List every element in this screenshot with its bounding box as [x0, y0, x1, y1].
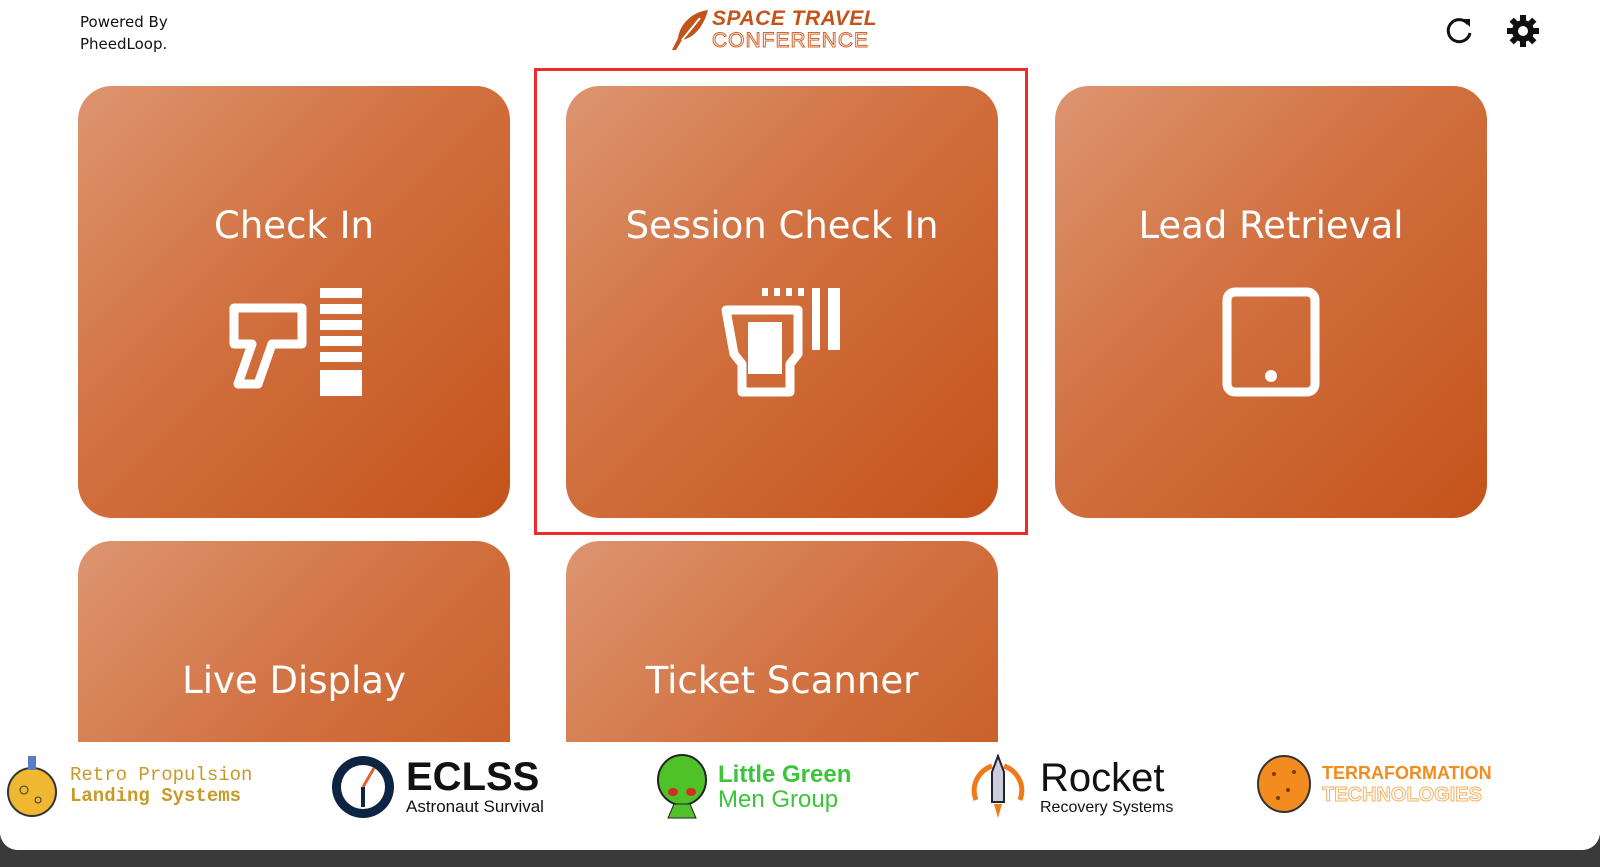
sponsor-line2: Astronaut Survival [406, 797, 544, 816]
sponsor-line1: TERRAFORMATION [1322, 763, 1492, 783]
refresh-icon [1446, 18, 1472, 44]
sponsor-line2: Recovery Systems [1040, 799, 1174, 816]
sponsor-line2: Landing Systems [70, 785, 242, 807]
tile-check-in[interactable]: Check In [78, 86, 510, 518]
moon-lander-icon [7, 756, 57, 817]
rocket-icon [971, 754, 1025, 818]
powered-by: Powered By PheedLoop. [80, 11, 168, 55]
sponsor-line2: TECHNOLOGIES [1322, 784, 1483, 807]
sponsor-retro-propulsion[interactable]: Retro Propulsion Landing Systems [4, 754, 252, 818]
tile-ticket-scanner[interactable]: Ticket Scanner [566, 541, 998, 742]
powered-by-line2: PheedLoop. [80, 35, 168, 53]
alien-icon [657, 754, 707, 819]
gauge-icon [332, 756, 394, 818]
sponsor-eclss[interactable]: ECLSS Astronaut Survival [330, 754, 544, 820]
feather-icon [672, 10, 708, 50]
gear-icon [1507, 15, 1539, 47]
barcode-scanner-icon [229, 288, 362, 396]
tile-lead-retrieval[interactable]: Lead Retrieval [1055, 86, 1487, 518]
sponsor-line1: Little Green [718, 761, 852, 788]
planet-icon [1257, 755, 1311, 813]
selection-highlight [534, 68, 1028, 535]
powered-by-line1: Powered By [80, 13, 168, 31]
badge-scanner-icon [721, 288, 840, 397]
conference-logo: SPACE TRAVEL CONFERENCE [670, 8, 877, 52]
tile-session-check-in[interactable]: Session Check In [566, 86, 998, 518]
settings-button[interactable] [1506, 14, 1540, 48]
sponsor-terraformation[interactable]: TERRAFORMATION TECHNOLOGIES [1256, 754, 1492, 814]
sponsor-line1: ECLSS [406, 755, 540, 799]
tile-label: Lead Retrieval [1138, 204, 1404, 247]
tile-label: Ticket Scanner [645, 659, 919, 702]
sponsor-little-green-men[interactable]: Little Green Men Group [656, 754, 851, 820]
logo-line2: CONFERENCE [711, 29, 870, 52]
sponsor-line2: Men Group [718, 786, 839, 813]
sponsor-bar: Retro Propulsion Landing Systems ECLSS A… [0, 742, 1600, 850]
sponsor-line1: Retro Propulsion [70, 764, 253, 786]
tile-label: Session Check In [625, 204, 939, 247]
tablet-icon [1222, 287, 1320, 397]
tile-label: Live Display [182, 659, 406, 702]
tile-label: Check In [214, 204, 374, 247]
sponsor-rocket-recovery[interactable]: Rocket Recovery Systems [966, 754, 1173, 820]
sponsor-line1: Rocket [1040, 756, 1165, 800]
tile-live-display[interactable]: Live Display [78, 541, 510, 742]
refresh-button[interactable] [1442, 14, 1476, 48]
logo-line1: SPACE TRAVEL [712, 7, 878, 30]
